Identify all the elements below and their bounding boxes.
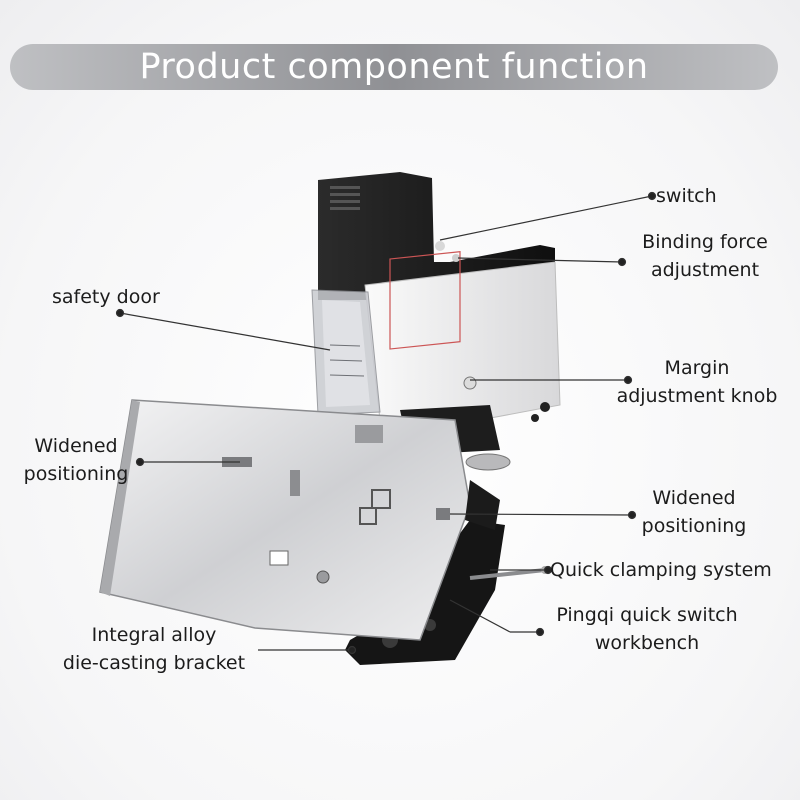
page-title: Product component function: [139, 47, 649, 87]
label-pingqi-line1: Pingqi quick switch: [556, 604, 738, 626]
label-quick-clamping: Quick clamping system: [550, 559, 772, 581]
label-switch: switch: [656, 185, 717, 207]
label-binding-force: Binding force adjustment: [620, 228, 790, 284]
label-widened-right-line1: Widened: [652, 487, 736, 509]
switch-button-icon: [435, 241, 445, 251]
widened-positioning-right-icon: [436, 508, 450, 520]
header-banner: Product component function: [10, 44, 778, 90]
label-widened-left-line2: positioning: [23, 463, 129, 485]
label-binding-force-line2: adjustment: [650, 259, 760, 281]
label-bracket-line2: die-casting bracket: [62, 652, 246, 674]
label-widened-positioning-right: Widened positioning: [632, 484, 756, 540]
workbench-plate: [99, 399, 471, 641]
label-margin-knob-line2: adjustment knob: [616, 385, 778, 407]
label-binding-force-line1: Binding force: [642, 231, 768, 253]
label-pingqi-line2: workbench: [594, 632, 700, 654]
margin-knob-icon: [463, 376, 477, 390]
label-pingqi-workbench: Pingqi quick switch workbench: [540, 601, 754, 657]
label-die-casting-bracket: Integral alloy die-casting bracket: [48, 621, 260, 677]
label-bracket-line1: Integral alloy: [91, 624, 217, 646]
label-widened-left-line1: Widened: [34, 435, 118, 457]
safety-door: [311, 289, 381, 416]
binding-force-dial-icon: [452, 254, 460, 262]
leader-lines: [115, 191, 657, 655]
stapler-head-body: [318, 172, 555, 300]
label-widened-positioning-left: Widened positioning: [14, 432, 138, 488]
label-widened-right-line2: positioning: [641, 515, 747, 537]
label-margin-knob-line1: Margin: [664, 357, 730, 379]
label-margin-knob: Margin adjustment knob: [602, 354, 792, 410]
label-safety-door: safety door: [52, 286, 160, 308]
